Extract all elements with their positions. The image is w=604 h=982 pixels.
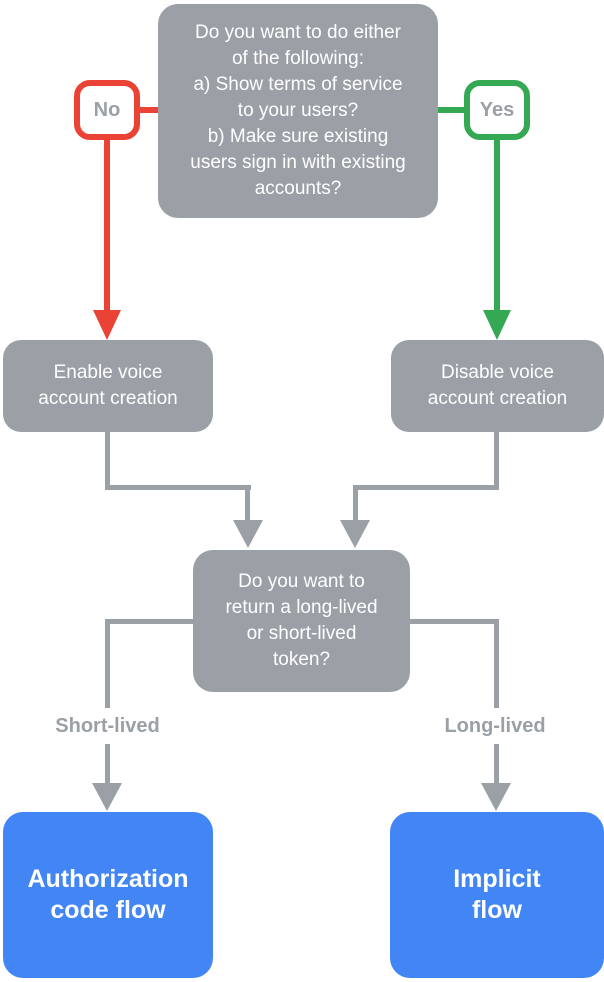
node-disable-voice-account-creation: Disable voice account creation — [391, 340, 604, 432]
connector-no-vertical — [104, 138, 110, 311]
connector-short-lived-down — [105, 619, 110, 784]
arrowhead-down-gray-shortlived-icon — [92, 783, 122, 811]
node-signin-question: Do you want to do either of the followin… — [158, 4, 438, 218]
connector-no-horizontal — [140, 107, 158, 113]
edge-label-no: No — [74, 80, 140, 140]
connector-enable-down — [105, 431, 110, 490]
connector-long-lived-down — [494, 619, 499, 784]
connector-disable-drop — [353, 485, 358, 521]
connector-long-lived-across — [410, 619, 497, 624]
edge-label-short-lived: Short-lived — [23, 708, 192, 744]
arrowhead-down-gray-right-icon — [340, 520, 370, 548]
arrowhead-down-gray-left-icon — [233, 520, 263, 548]
connector-enable-drop — [245, 485, 250, 521]
arrowhead-down-gray-longlived-icon — [481, 783, 511, 811]
node-implicit-flow: Implicit flow — [390, 812, 604, 978]
connector-disable-down — [494, 431, 499, 490]
node-authorization-code-flow: Authorization code flow — [3, 812, 213, 978]
arrowhead-down-red-icon — [93, 310, 121, 340]
edge-label-long-lived: Long-lived — [410, 708, 580, 744]
node-enable-voice-account-creation: Enable voice account creation — [3, 340, 213, 432]
connector-short-lived-across — [105, 619, 193, 624]
connector-yes-horizontal — [438, 107, 464, 113]
connector-yes-vertical — [494, 138, 500, 311]
edge-label-yes: Yes — [464, 80, 530, 140]
connector-enable-across — [105, 485, 251, 490]
node-token-question: Do you want to return a long-lived or sh… — [193, 550, 410, 692]
arrowhead-down-green-icon — [483, 310, 511, 340]
connector-disable-across — [353, 485, 499, 490]
